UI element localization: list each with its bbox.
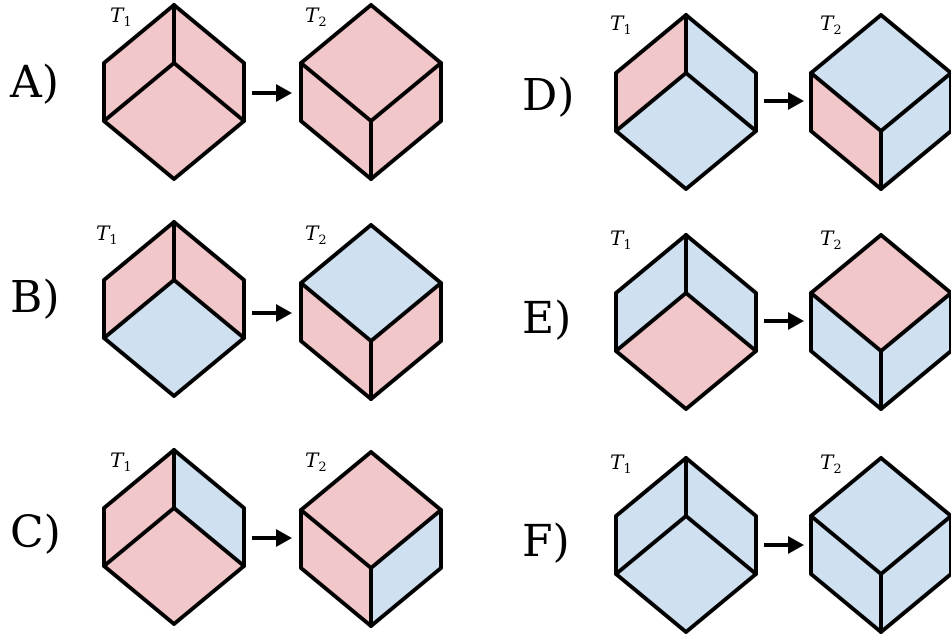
tile-label-t1-d: T1 bbox=[610, 11, 632, 38]
left-face bbox=[811, 516, 881, 632]
tile-label-t1-c: T1 bbox=[110, 448, 132, 475]
tile-label-t1-f: T1 bbox=[610, 450, 632, 477]
tile-outline bbox=[102, 448, 246, 626]
case-c: C) T1 T2 bbox=[10, 448, 443, 628]
tile-label-t2-c: T2 bbox=[305, 448, 327, 475]
inner-edge-diagonal bbox=[614, 71, 758, 133]
tile-after-f bbox=[809, 456, 951, 634]
tile-label-t2-d: T2 bbox=[820, 11, 842, 38]
case-label-a: A) bbox=[9, 57, 59, 108]
left-face bbox=[104, 5, 174, 121]
tile-label-t1-e: T1 bbox=[610, 226, 632, 253]
right-face bbox=[371, 283, 441, 399]
inner-edge-diagonal bbox=[614, 514, 758, 576]
transition-arrow-f bbox=[764, 536, 804, 554]
tile-label-t1-b: T1 bbox=[96, 221, 118, 248]
case-label-e: E) bbox=[522, 293, 571, 344]
tile-outline bbox=[102, 220, 246, 398]
tile-outline bbox=[614, 233, 758, 411]
left-face bbox=[301, 510, 371, 626]
arrow-head bbox=[788, 92, 804, 110]
tile-after-a bbox=[299, 3, 443, 181]
transition-arrow-e bbox=[764, 312, 804, 330]
tile-before-c bbox=[102, 448, 246, 626]
left-face bbox=[811, 73, 881, 189]
left-face bbox=[104, 222, 174, 338]
right-face bbox=[174, 450, 244, 566]
tile-before-f bbox=[614, 456, 758, 634]
case-a: A) T1 T2 bbox=[9, 3, 443, 181]
right-face bbox=[686, 458, 756, 574]
case-label-b: B) bbox=[10, 272, 60, 323]
right-face bbox=[881, 516, 951, 632]
transition-arrow-c bbox=[252, 529, 292, 547]
tile-outline bbox=[614, 13, 758, 191]
arrow-head bbox=[276, 529, 292, 547]
right-face bbox=[686, 15, 756, 131]
case-e: E) T1 T2 bbox=[522, 226, 951, 411]
tile-label-t2-a: T2 bbox=[305, 3, 327, 30]
inner-edge-diagonal bbox=[102, 61, 246, 123]
left-face bbox=[616, 458, 686, 574]
arrow-head bbox=[788, 536, 804, 554]
inner-edge-diagonal bbox=[102, 278, 246, 340]
tile-before-b bbox=[102, 220, 246, 398]
tile-before-e bbox=[614, 233, 758, 411]
right-face bbox=[371, 510, 441, 626]
arrow-head bbox=[276, 304, 292, 322]
case-d: D) T1 T2 bbox=[522, 11, 951, 191]
tile-before-d bbox=[614, 13, 758, 191]
tile-after-e bbox=[809, 233, 951, 411]
case-f: F) T1 T2 bbox=[522, 450, 951, 634]
transition-arrow-b bbox=[252, 304, 292, 322]
inner-edge-diagonal bbox=[102, 506, 246, 568]
tile-label-t2-b: T2 bbox=[305, 221, 327, 248]
tile-label-t1-a: T1 bbox=[110, 3, 132, 30]
arrow-head bbox=[788, 312, 804, 330]
right-face bbox=[881, 293, 951, 409]
tile-before-a bbox=[102, 3, 246, 181]
case-b: B) T1 T2 bbox=[10, 220, 443, 401]
tile-outline bbox=[102, 3, 246, 181]
left-face bbox=[811, 293, 881, 409]
tile-outline bbox=[614, 456, 758, 634]
left-face bbox=[616, 235, 686, 351]
left-face bbox=[104, 450, 174, 566]
right-face bbox=[174, 5, 244, 121]
right-face bbox=[174, 222, 244, 338]
left-face bbox=[301, 283, 371, 399]
inner-edge-diagonal bbox=[614, 291, 758, 353]
arrow-head bbox=[276, 84, 292, 102]
left-face bbox=[301, 63, 371, 179]
case-label-d: D) bbox=[522, 70, 574, 121]
right-face bbox=[686, 235, 756, 351]
tile-after-b bbox=[299, 223, 443, 401]
transition-arrow-a bbox=[252, 84, 292, 102]
right-face bbox=[371, 63, 441, 179]
tile-label-t2-e: T2 bbox=[820, 226, 842, 253]
right-face bbox=[881, 73, 951, 189]
transition-arrow-d bbox=[764, 92, 804, 110]
case-label-c: C) bbox=[10, 507, 61, 558]
tile-after-d bbox=[809, 13, 951, 191]
tile-after-c bbox=[299, 450, 443, 628]
case-label-f: F) bbox=[522, 516, 570, 567]
tile-label-t2-f: T2 bbox=[820, 450, 842, 477]
left-face bbox=[616, 15, 686, 131]
